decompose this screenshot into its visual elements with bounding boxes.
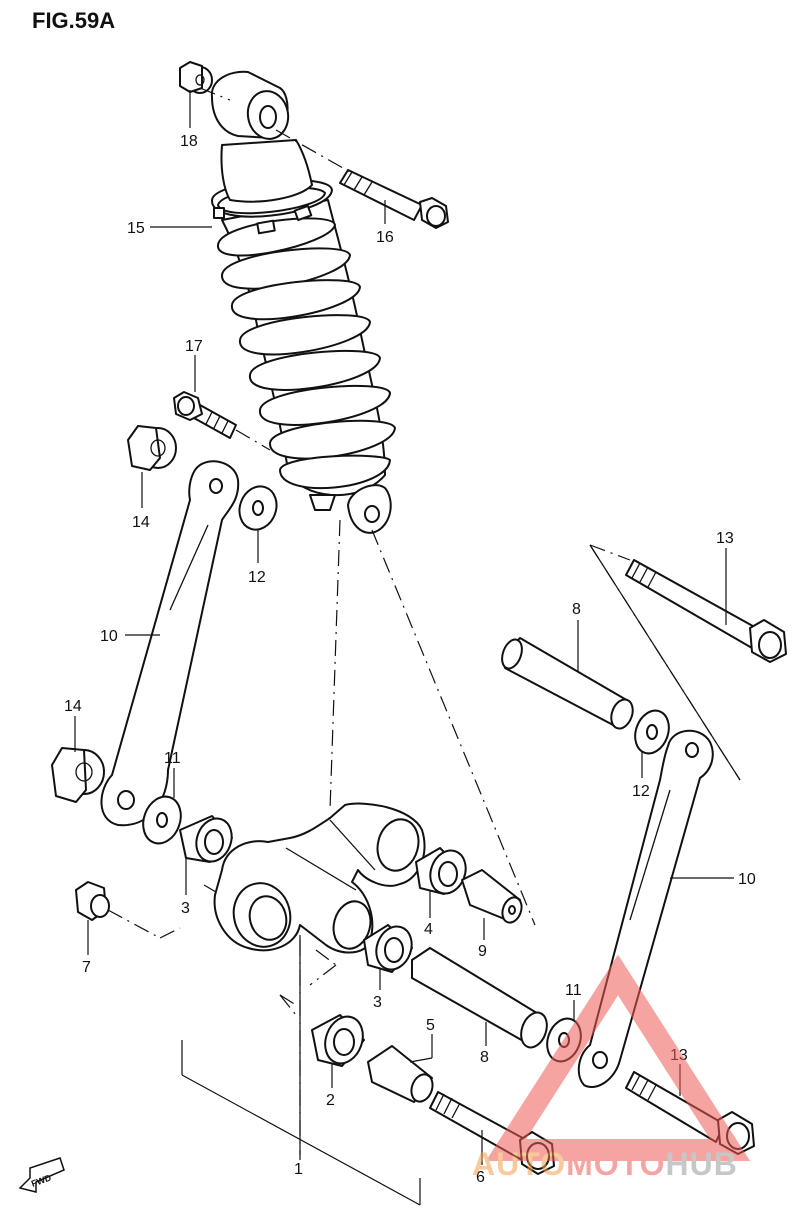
watermark-logo: AUTOMOTOHUB bbox=[472, 954, 751, 1182]
spacer-5 bbox=[367, 1045, 434, 1103]
callout-4: 4 bbox=[424, 921, 433, 938]
cushion-rod-10-left bbox=[100, 460, 240, 827]
spacer-9 bbox=[461, 869, 523, 924]
callout-3-lower: 3 bbox=[373, 994, 382, 1011]
bearing-4 bbox=[415, 847, 467, 895]
callout-9: 9 bbox=[478, 943, 487, 960]
washer-11-left bbox=[142, 795, 182, 845]
washer-12-upper bbox=[238, 485, 278, 531]
callout-12-right: 12 bbox=[632, 783, 650, 800]
bearing-3-upper bbox=[179, 815, 233, 863]
watermark-triangle-icon bbox=[485, 954, 751, 1161]
callout-17: 17 bbox=[185, 338, 203, 355]
nut-14-upper bbox=[127, 425, 177, 471]
callout-14-lower: 14 bbox=[64, 698, 82, 715]
callout-8-lower: 8 bbox=[480, 1049, 489, 1066]
watermark-moto: MOTO bbox=[566, 1146, 665, 1182]
callout-16: 16 bbox=[376, 229, 394, 246]
nut-14-lower bbox=[51, 747, 105, 803]
bolt-13-upper bbox=[625, 559, 787, 663]
spring-coils bbox=[216, 217, 396, 490]
callout-7: 7 bbox=[82, 959, 91, 976]
bolt-7 bbox=[75, 881, 110, 921]
callout-12-upper: 12 bbox=[248, 569, 266, 586]
callout-13-upper: 13 bbox=[716, 530, 734, 547]
fwd-direction-badge: FWD bbox=[18, 1157, 65, 1193]
callout-1: 1 bbox=[294, 1161, 303, 1178]
bearing-3-lower bbox=[363, 924, 413, 973]
callout-2: 2 bbox=[326, 1092, 335, 1109]
spacer-8-lower bbox=[411, 947, 548, 1049]
watermark-hub: HUB bbox=[665, 1146, 737, 1182]
callout-14-upper: 14 bbox=[132, 514, 150, 531]
callout-18: 18 bbox=[180, 133, 198, 150]
callout-15: 15 bbox=[127, 220, 145, 237]
rear-shock-absorber bbox=[210, 70, 396, 534]
callout-5: 5 bbox=[426, 1017, 435, 1034]
callout-3-upper: 3 bbox=[181, 900, 190, 917]
callout-11-left: 11 bbox=[164, 750, 181, 767]
callout-10-left: 10 bbox=[100, 628, 118, 645]
callout-6: 6 bbox=[476, 1169, 485, 1186]
callout-11-right: 11 bbox=[565, 982, 582, 999]
spacer-8-upper bbox=[501, 637, 634, 730]
callout-10-right: 10 bbox=[738, 871, 756, 888]
watermark-auto: AUTO bbox=[472, 1146, 566, 1182]
washer-12-right bbox=[634, 709, 670, 755]
bolt-17 bbox=[173, 391, 237, 439]
assembly-bracket bbox=[181, 544, 741, 1206]
watermark-text: AUTOMOTOHUB bbox=[472, 1146, 738, 1182]
nut-18 bbox=[179, 61, 213, 94]
cushion-lever-1 bbox=[213, 802, 426, 954]
figure-title: FIG.59A bbox=[32, 8, 115, 33]
callout-8-upper: 8 bbox=[572, 601, 581, 618]
bearing-2 bbox=[311, 1014, 365, 1067]
bolt-16 bbox=[339, 169, 449, 229]
